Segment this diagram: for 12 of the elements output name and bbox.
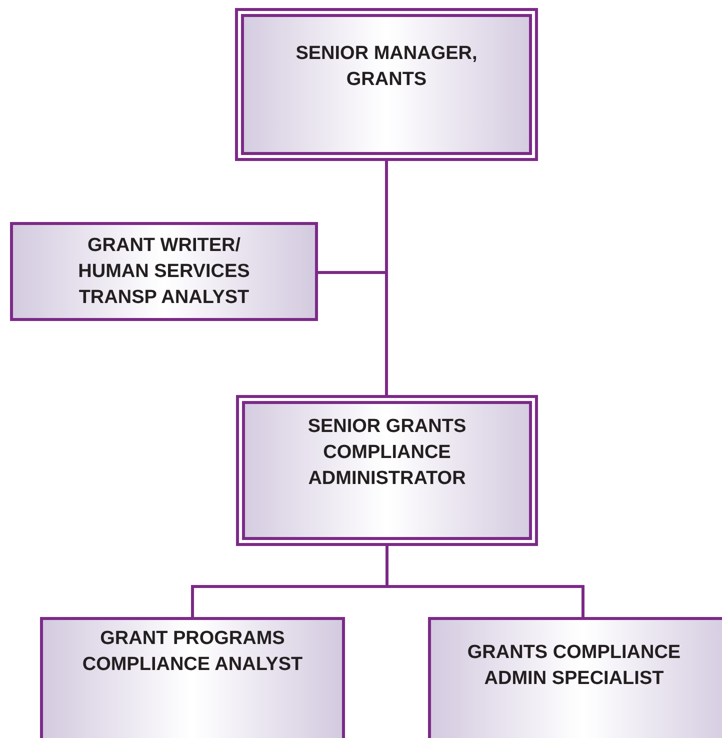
connector-line	[385, 161, 388, 395]
role-box	[235, 8, 538, 161]
role-box	[40, 617, 345, 738]
role-box	[428, 617, 722, 738]
role-box	[10, 222, 318, 321]
role-title: GRANT PROGRAMS COMPLIANCE ANALYST	[81, 627, 304, 677]
role-title: SENIOR MANAGER, GRANTS	[294, 42, 478, 92]
role-box	[236, 395, 538, 546]
connector-line	[386, 546, 584, 617]
role-title: SENIOR GRANTS COMPLIANCE ADMINISTRATOR	[306, 415, 468, 491]
role-title: GRANT WRITER/ HUMAN SERVICES TRANSP ANALYST	[77, 234, 251, 310]
role-title: GRANTS COMPLIANCE ADMIN SPECIALIST	[466, 641, 682, 691]
